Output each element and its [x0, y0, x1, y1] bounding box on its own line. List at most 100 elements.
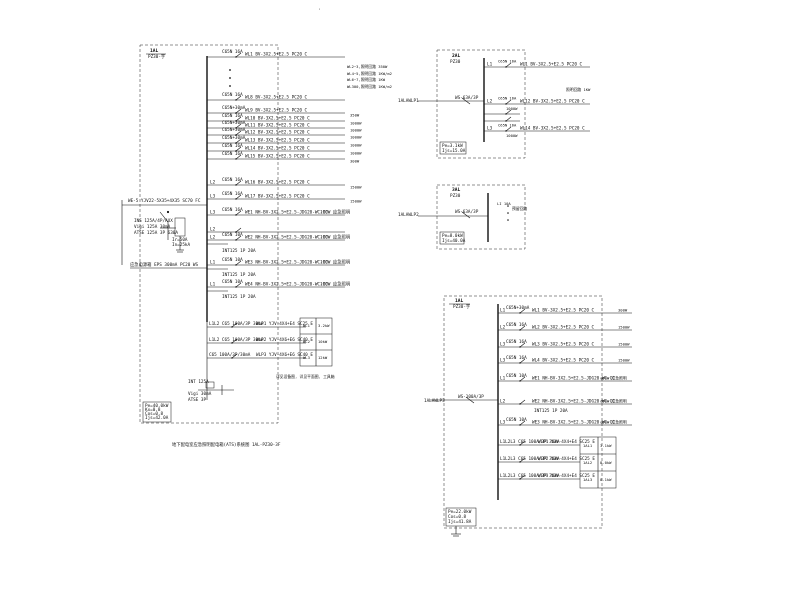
- circuit-load: 1500W: [618, 325, 630, 330]
- table-cell: 3.2kW: [318, 323, 330, 328]
- breaker-contact: [235, 142, 237, 144]
- breaker-symbol: [235, 282, 242, 288]
- wl-note: WL6~7,照明回路 1KW: [347, 77, 386, 82]
- circuit-breaker-rating: C65N 16A: [222, 207, 243, 213]
- circuit-description: WL15 BV-3X2.5+E2.5 PC20 C: [245, 154, 310, 160]
- table-cell: 1AL3: [583, 477, 592, 482]
- panel-2-param-box: [439, 141, 467, 155]
- circuit-breaker-rating: C65N 16A: [222, 151, 243, 157]
- circuit-phase: L2: [210, 180, 216, 186]
- wl-note: WL4~5,照明回路 1KW/m2: [347, 71, 392, 76]
- breaker-symbol: [235, 180, 242, 186]
- bottom-switch-2: Vigi 30mA: [188, 391, 212, 397]
- breaker-symbol: [235, 138, 242, 144]
- panel-4-param-3: Ijs=41.8A: [448, 519, 472, 525]
- spare-feeder-breaker: L1L2 C65 100A/3P 30mA: [209, 321, 264, 327]
- panel-1-id-label: 1AL: [150, 48, 159, 54]
- circuit-breaker-rating: C65N 10A: [222, 232, 243, 238]
- panel-2-param-2: Ijs=15.0A: [442, 148, 466, 154]
- breaker-symbol: [231, 353, 238, 359]
- breaker-contact: [235, 231, 237, 233]
- panel-3-id-model: PZ30: [450, 193, 461, 199]
- circuit-description: WE1 NH-BV-3X2.5+E2.5-JDG20-WC-CC: [245, 210, 328, 216]
- breaker-contact: [505, 66, 507, 68]
- circuit-breaker-rating: C65N 10A: [506, 373, 527, 379]
- circuit-description: WL1 BV-3X2.5+E2.5 PC20 C: [520, 62, 582, 68]
- circuit-breaker-rating: C65N 16A: [222, 113, 243, 119]
- table-cell: WL3: [303, 355, 310, 360]
- table-cell: WL1: [303, 323, 311, 328]
- breaker-contact: [235, 99, 237, 101]
- breaker-contact: [519, 403, 521, 405]
- circuit-phase: L1: [210, 260, 216, 266]
- circuit-breaker-rating: C65N+30mA: [222, 120, 246, 126]
- circuit-load: 1500W: [618, 342, 630, 347]
- breaker-contact: [235, 120, 237, 122]
- continuation-dot: [229, 85, 231, 87]
- panel-2-main-breaker: WS-63A/3P: [455, 95, 479, 101]
- circuit-phase: L3: [210, 194, 216, 200]
- circuit-description: WE2 NH-BV-3X2.5+E2.5-JDG20-WC-CC: [245, 235, 328, 241]
- breaker-contact: [235, 158, 237, 160]
- panel-4-id-label: 1AL: [455, 298, 464, 304]
- circuit-breaker-rating: C65N 16A: [222, 177, 243, 183]
- panel-4-param-1: Pe=22.0kW: [448, 509, 472, 515]
- breaker-symbol: [505, 116, 512, 122]
- spare-feeder-description: WLP2 YJV-4X4+E4 SC25 E: [538, 456, 595, 462]
- bottom-switch-3: ATSE 3P: [188, 397, 207, 403]
- breaker-contact: [505, 103, 507, 105]
- breaker-contact: [519, 461, 521, 463]
- circuit-description: WL9 BV-3X2.5+E2.5 PC20 C: [245, 108, 307, 114]
- panel-3-feeder-label: 1ALAWLP2: [398, 212, 419, 218]
- panel-1-param-2: Kx=0.8: [145, 407, 161, 413]
- circuit-description: WL1 BV-3X2.5+E2.5 PC20 C: [532, 308, 594, 314]
- spare-feeder-description: WLP1 YJV-4X4+E4 SC25 E: [538, 439, 595, 445]
- panel-1-enclosure: [139, 44, 279, 424]
- circuit-description: WL2 BV-3X2.5+E2.5 PC20 C: [532, 325, 594, 331]
- breaker-contact: [235, 134, 237, 136]
- breaker-contact: [519, 424, 521, 426]
- spare-feeder-breaker: L1L2 C65 100A/3P 30mA: [209, 337, 264, 343]
- panel-2-side-note: 照明回路 1KW: [566, 87, 591, 92]
- circuit-breaker-rating: C65N 16A: [506, 355, 527, 361]
- breaker-symbol: [519, 325, 526, 331]
- breaker-contact: [519, 478, 521, 480]
- breaker-contact: [519, 329, 521, 331]
- circuit-phase: L3: [210, 210, 216, 216]
- breaker-contact: [519, 362, 521, 364]
- circuit-description: WL11 BV-3X2.5+E2.5 PC20 C: [245, 123, 310, 129]
- bottom-switch-1: INT 125A: [188, 379, 209, 385]
- circuit-breaker-rating: C65N 16A: [222, 92, 243, 98]
- table-cell: 8.0kW: [600, 460, 612, 465]
- atse-label: INT125 1P 20A: [222, 248, 256, 254]
- main-switch-group: INS 125A/4P/AUX Vigi 125A 30mA ATSE 125A…: [134, 210, 178, 240]
- panel-4-param-box: [445, 507, 477, 527]
- table-cell: 3.1kW: [600, 443, 612, 448]
- table-cell: 10kW: [318, 339, 328, 344]
- circuit-breaker-rating: C65N 16A: [506, 339, 527, 345]
- incoming-feeder-label: WE-5 YJV22-5X35+4X35 SC70 FC: [128, 198, 201, 204]
- breaker-contact: [235, 56, 237, 58]
- panel-3-param-box: [439, 231, 465, 245]
- breaker-symbol: [235, 194, 242, 200]
- panel-4-main-breaker: WS-100A/3P: [458, 394, 484, 400]
- circuit-phase: L1: [210, 282, 216, 288]
- circuit-load: 1500W: [350, 199, 362, 204]
- circuit-description: WL4 BV-3X2.5+E2.5 PC20 C: [532, 358, 594, 364]
- circuit-breaker-rating: C65N 16A: [506, 322, 527, 328]
- atse-label: INT125 1P 20A: [222, 294, 256, 300]
- circuit-load: 1000W: [350, 151, 362, 156]
- spare-feeder-description: WLP1 YJV-4X4+E4 SC25 E: [256, 321, 313, 327]
- breaker-symbol: [235, 210, 242, 216]
- breaker-contact: [519, 444, 521, 446]
- panel-1-param-box: [142, 401, 172, 423]
- circuit-description: WE3 NH-BV-3X2.5+E2.5-JDG20-WC-CC: [245, 260, 328, 266]
- breaker-symbol: [519, 308, 526, 314]
- main-switch-line-2: Vigi 125A 30mA: [134, 224, 171, 230]
